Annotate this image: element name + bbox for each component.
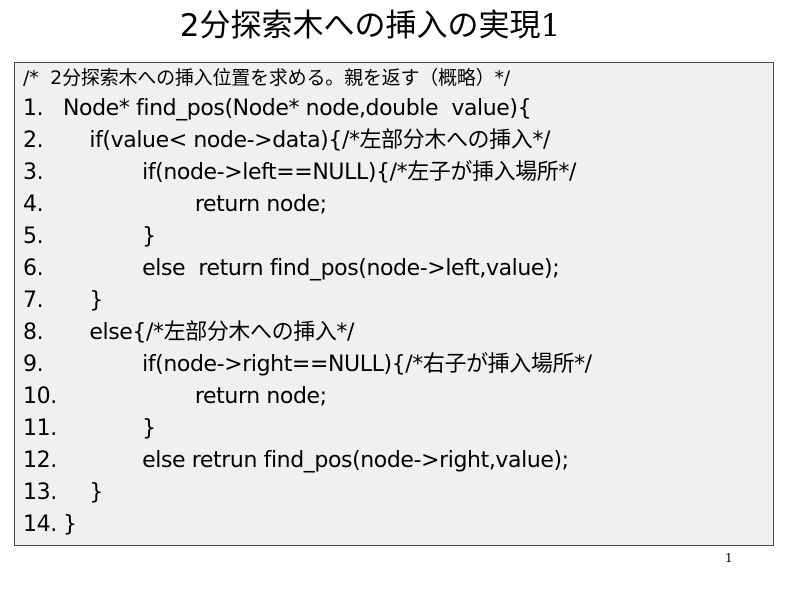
line-code: if(node->right==NULL){/*右子が挿入場所*/ (142, 352, 592, 377)
line-indent (63, 128, 89, 153)
line-number: 9. (23, 352, 44, 377)
line-indent (63, 416, 142, 441)
code-line-12: 12. else retrun find_pos(node->right,val… (23, 445, 592, 477)
line-code: } (142, 416, 156, 441)
line-code: return node; (194, 384, 327, 409)
code-line-7: 7. } (23, 285, 592, 317)
code-line-5: 5. } (23, 221, 592, 253)
line-code: if(node->left==NULL){/*左子が挿入場所*/ (142, 160, 577, 185)
line-number: 5. (23, 224, 44, 249)
line-code: } (63, 512, 77, 537)
line-number: 11. (23, 416, 57, 441)
line-indent (63, 224, 142, 249)
code-line-9: 9. if(node->right==NULL){/*右子が挿入場所*/ (23, 349, 592, 381)
slide-title-text: 2分探索木への挿入の実現 (179, 8, 541, 44)
line-code: else return find_pos(node->left,value); (142, 256, 560, 281)
line-number: 2. (23, 128, 44, 153)
code-comment-line: /* 2分探索木への挿入位置を求める。親を返す（概略）*/ (23, 63, 592, 93)
code-line-13: 13. } (23, 477, 592, 509)
line-indent (63, 192, 195, 217)
line-number: 7. (23, 288, 44, 313)
code-line-2: 2. if(value< node->data){/*左部分木への挿入*/ (23, 125, 592, 157)
line-code: } (89, 288, 103, 313)
slide-title: 2分探索木への挿入の実現1 (0, 6, 740, 46)
code-box: /* 2分探索木への挿入位置を求める。親を返す（概略）*/ 1. Node* fi… (14, 62, 774, 546)
line-indent (63, 256, 142, 281)
line-number: 14. (23, 512, 57, 537)
line-number: 4. (23, 192, 44, 217)
code-line-3: 3. if(node->left==NULL){/*左子が挿入場所*/ (23, 157, 592, 189)
line-number: 1. (23, 96, 44, 121)
code-line-11: 11. } (23, 413, 592, 445)
code-line-4: 4. return node; (23, 189, 592, 221)
line-number: 12. (23, 448, 57, 473)
line-indent (63, 160, 142, 185)
slide-title-number: 1 (540, 8, 561, 44)
line-code: else{/*左部分木への挿入*/ (89, 320, 355, 345)
line-code: Node* find_pos(Node* node,double value){ (63, 96, 532, 121)
code-line-8: 8. else{/*左部分木への挿入*/ (23, 317, 592, 349)
page-number: 1 (725, 551, 733, 565)
code-line-6: 6. else return find_pos(node->left,value… (23, 253, 592, 285)
line-number: 6. (23, 256, 44, 281)
line-indent (63, 480, 89, 505)
line-code: return node; (194, 192, 327, 217)
line-code: } (89, 480, 103, 505)
code-line-1: 1. Node* find_pos(Node* node,double value… (23, 93, 592, 125)
line-number: 3. (23, 160, 44, 185)
line-indent (63, 384, 195, 409)
line-number: 13. (23, 480, 57, 505)
line-indent (63, 320, 89, 345)
line-indent (63, 288, 89, 313)
line-number: 10. (23, 384, 57, 409)
line-code: } (142, 224, 156, 249)
code-comment-text: /* 2分探索木への挿入位置を求める。親を返す（概略）*/ (23, 67, 510, 89)
line-indent (63, 448, 142, 473)
code-line-10: 10. return node; (23, 381, 592, 413)
line-number: 8. (23, 320, 44, 345)
code-line-14: 14.} (23, 509, 592, 541)
code-listing: /* 2分探索木への挿入位置を求める。親を返す（概略）*/ 1. Node* fi… (23, 63, 592, 541)
line-indent (63, 352, 142, 377)
line-code: else retrun find_pos(node->right,value); (142, 448, 569, 473)
line-code: if(value< node->data){/*左部分木への挿入*/ (89, 128, 550, 153)
